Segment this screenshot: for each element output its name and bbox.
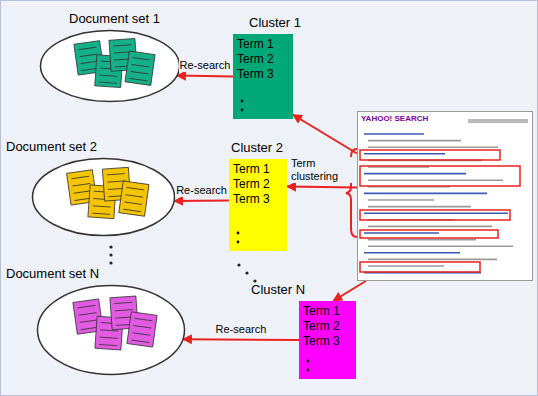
cluster-term: Term 1	[303, 304, 352, 319]
document-set: Document set N	[36, 284, 186, 376]
cluster-term: Term 3	[233, 192, 283, 207]
cluster-box: Cluster 1Term 1Term 2Term 3	[233, 34, 293, 119]
arrow-connector	[177, 75, 233, 78]
document-set-ellipse	[39, 29, 181, 103]
edge-label: Re-search	[175, 184, 228, 197]
arrow-connector	[287, 186, 357, 189]
document-icon	[125, 51, 155, 85]
cluster-box: Cluster 2Term 1Term 2Term 3	[229, 159, 287, 251]
cluster-term: Term 2	[303, 319, 352, 334]
edge-label: Term clustering	[290, 157, 354, 183]
arrow-connector	[183, 338, 299, 341]
cluster-term-box: Term 1Term 2Term 3	[229, 159, 287, 251]
cluster-term: Term 2	[237, 52, 289, 67]
screenshot-content	[358, 112, 534, 282]
cluster-term: Term 2	[233, 177, 283, 192]
set-heading: Document set 2	[6, 139, 97, 155]
cluster-box: Cluster NTerm 1Term 2Term 3	[299, 301, 356, 379]
cluster-term: Term 1	[237, 37, 289, 52]
document-set-ellipse	[36, 284, 186, 376]
search-logo: YAHOO! SEARCH	[361, 114, 428, 124]
arrow-connector	[333, 281, 366, 301]
edge-label: Re-search	[215, 323, 268, 336]
continuation-dots	[237, 95, 257, 117]
document-icon	[127, 312, 157, 347]
continuation-dots	[303, 355, 323, 377]
document-icon	[119, 181, 149, 216]
cluster-term-box: Term 1Term 2Term 3	[233, 34, 293, 119]
cluster-term: Term 1	[233, 162, 283, 177]
edge-label: Re-search	[179, 59, 232, 72]
continuation-dots	[233, 227, 253, 249]
cluster-heading: Cluster 1	[249, 15, 301, 31]
set-heading: Document set 1	[69, 11, 160, 27]
set-heading: Document set N	[6, 266, 99, 282]
cluster-heading: Cluster N	[251, 282, 305, 298]
arrow-connector	[174, 199, 229, 202]
cluster-heading: Cluster 2	[231, 140, 283, 156]
cluster-term: Term 3	[237, 67, 289, 82]
cluster-term: Term 3	[303, 334, 352, 349]
arrow-connector	[293, 115, 357, 154]
cluster-term-box: Term 1Term 2Term 3	[299, 301, 356, 379]
document-set: Document set 1	[39, 29, 181, 103]
document-set-ellipse	[31, 157, 176, 237]
document-set: Document set 2	[31, 157, 176, 237]
search-results-screenshot: YAHOO! SEARCH	[357, 111, 533, 281]
